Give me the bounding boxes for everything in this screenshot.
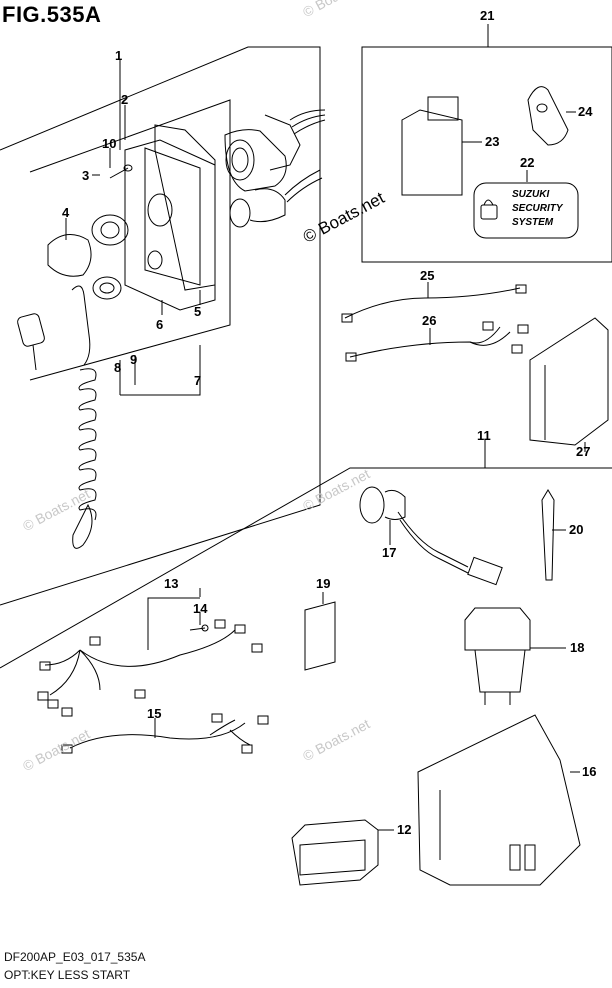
callout-4: 4	[62, 205, 70, 220]
callout-22: 22	[520, 155, 535, 170]
callout-8: 8	[114, 360, 122, 375]
callout-17: 17	[382, 545, 397, 560]
callout-1: 1	[115, 48, 123, 63]
leader-lines-21	[462, 111, 576, 182]
watermark-faint-1: © Boats.net	[300, 0, 372, 20]
callout-5: 5	[194, 304, 202, 319]
callout-18: 18	[570, 640, 585, 655]
group-outline-21	[361, 24, 612, 263]
callout-14: 14	[193, 601, 208, 616]
callout-2: 2	[121, 92, 129, 107]
callout-7: 7	[194, 373, 202, 388]
watermark-faint-5: © Boats.net	[300, 715, 373, 765]
callout-12: 12	[397, 822, 412, 837]
group-outline-11	[0, 440, 612, 669]
knob-illustration	[47, 234, 92, 277]
callout-24: 24	[578, 104, 593, 119]
footer-caption: OPT:KEY LESS START	[4, 968, 131, 982]
keyfob-illustration	[527, 86, 569, 146]
screw-illustration	[109, 164, 133, 179]
key-illustration	[17, 313, 45, 371]
sticker-line-2: SECURITY	[512, 203, 563, 214]
switch-plate-illustration	[124, 124, 216, 311]
leader-lines-11	[147, 520, 580, 831]
callout-15: 15	[147, 706, 162, 721]
footer-code: DF200AP_E03_017_535A	[4, 950, 146, 964]
leader-lines-25-26-27	[427, 282, 586, 452]
watermark-faint-4: © Boats.net	[20, 725, 93, 775]
callout-9: 9	[130, 352, 138, 367]
callout-19: 19	[316, 576, 331, 591]
sticker-line-1: SUZUKI	[512, 189, 550, 200]
callout-10: 10	[102, 136, 117, 151]
callout-3: 3	[82, 168, 90, 183]
sticker-line-3: SYSTEM	[512, 217, 554, 228]
ignition-switch-illustration	[224, 109, 326, 228]
label-19-illustration	[304, 601, 336, 671]
nut-illustration	[91, 214, 129, 300]
callout-6: 6	[156, 317, 164, 332]
bracket-16-illustration	[417, 714, 581, 886]
callout-27: 27	[576, 444, 591, 459]
bolt-14-illustration	[189, 624, 209, 632]
relay-18-illustration	[464, 607, 531, 705]
callout-11: 11	[477, 428, 491, 443]
callout-23: 23	[485, 134, 500, 149]
harness-15-illustration	[61, 713, 269, 754]
callout-21: 21	[480, 8, 495, 23]
callout-25: 25	[420, 268, 435, 283]
watermark-faint-2: © Boats.net	[300, 465, 373, 515]
harness-25-illustration	[341, 284, 527, 323]
watermark-faint-3: © Boats.net	[20, 485, 93, 535]
leader-lines-1	[65, 60, 201, 396]
callout-16: 16	[582, 764, 597, 779]
figure-title: FIG.535A	[2, 2, 102, 27]
box-12-illustration	[291, 819, 379, 886]
harness-13-illustration	[37, 619, 263, 717]
callout-26: 26	[422, 313, 437, 328]
tie-20-illustration	[541, 489, 555, 581]
callout-13: 13	[164, 576, 179, 591]
sensor-17-illustration	[359, 486, 503, 586]
harness-26-illustration	[345, 321, 529, 362]
security-sticker	[473, 182, 579, 239]
module-27-illustration	[529, 317, 609, 446]
ecu-module-illustration	[401, 96, 463, 196]
watermark-main: © Boats.net	[300, 188, 388, 247]
callout-20: 20	[569, 522, 584, 537]
lanyard-illustration	[71, 285, 97, 549]
